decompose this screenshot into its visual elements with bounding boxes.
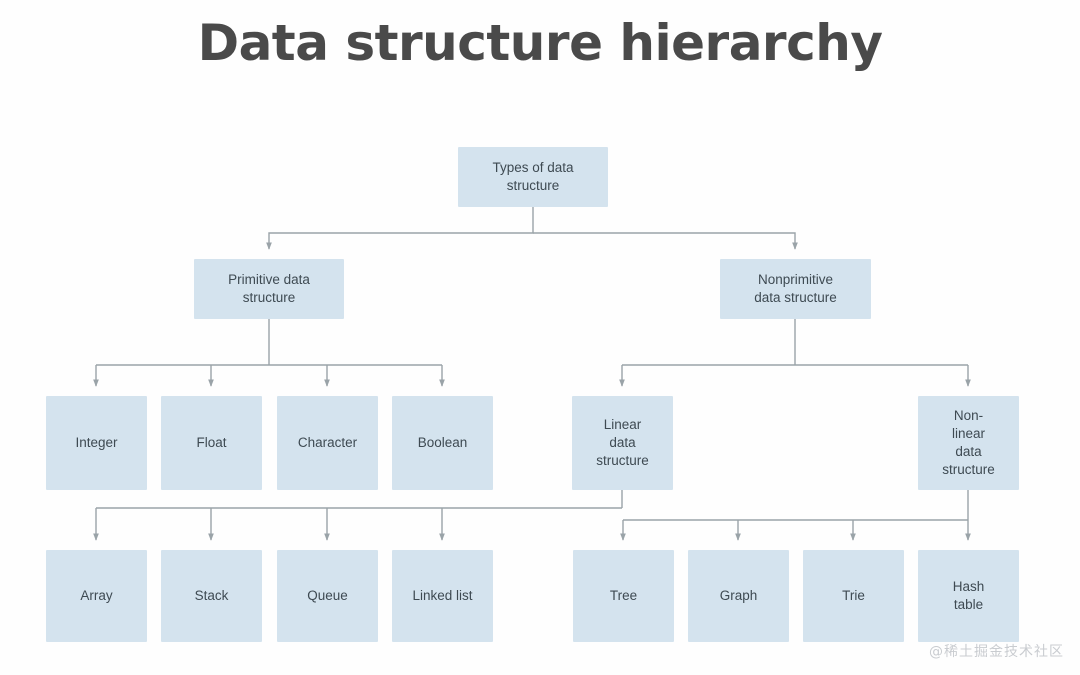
node-nonlinear[interactable]: Non- linear data structure (918, 396, 1019, 490)
node-boolean[interactable]: Boolean (392, 396, 493, 490)
node-root[interactable]: Types of data structure (458, 147, 608, 207)
node-label-array: Array (80, 588, 113, 604)
node-array[interactable]: Array (46, 550, 147, 642)
node-integer[interactable]: Integer (46, 396, 147, 490)
node-label-primitive: Primitive data structure (228, 272, 310, 305)
node-hashtable[interactable]: Hash table (918, 550, 1019, 642)
node-tree[interactable]: Tree (573, 550, 674, 642)
node-label-nonlinear: Non- linear data structure (942, 408, 995, 477)
node-label-tree: Tree (609, 588, 638, 604)
edge-root-to-nonprimitive (533, 232, 798, 250)
node-graph[interactable]: Graph (688, 550, 789, 642)
node-label-hashtable: Hash table (952, 579, 985, 612)
node-label-trie: Trie (842, 588, 865, 604)
node-queue[interactable]: Queue (277, 550, 378, 642)
node-label-root: Types of data structure (492, 160, 574, 193)
node-label-nonprimitive: Nonprimitive data structure (754, 272, 837, 305)
page-title: Data structure hierarchy (197, 14, 883, 72)
edge-root-bus (266, 207, 534, 250)
node-trie[interactable]: Trie (803, 550, 904, 642)
node-label-character: Character (297, 435, 358, 451)
node-label-float: Float (196, 435, 227, 451)
node-linkedlist[interactable]: Linked list (392, 550, 493, 642)
node-character[interactable]: Character (277, 396, 378, 490)
watermark: @稀土掘金技术社区 (929, 644, 1064, 660)
node-stack[interactable]: Stack (161, 550, 262, 642)
node-label-queue: Queue (307, 588, 348, 604)
node-label-boolean: Boolean (417, 435, 468, 451)
node-label-linear: Linear data structure (596, 417, 649, 468)
node-label-linkedlist: Linked list (412, 588, 473, 604)
node-label-graph: Graph (719, 588, 758, 604)
node-label-integer: Integer (75, 435, 118, 451)
node-label-stack: Stack (194, 588, 229, 604)
node-primitive[interactable]: Primitive data structure (194, 259, 344, 319)
node-nonprimitive[interactable]: Nonprimitive data structure (720, 259, 871, 319)
node-linear[interactable]: Linear data structure (572, 396, 673, 490)
node-float[interactable]: Float (161, 396, 262, 490)
